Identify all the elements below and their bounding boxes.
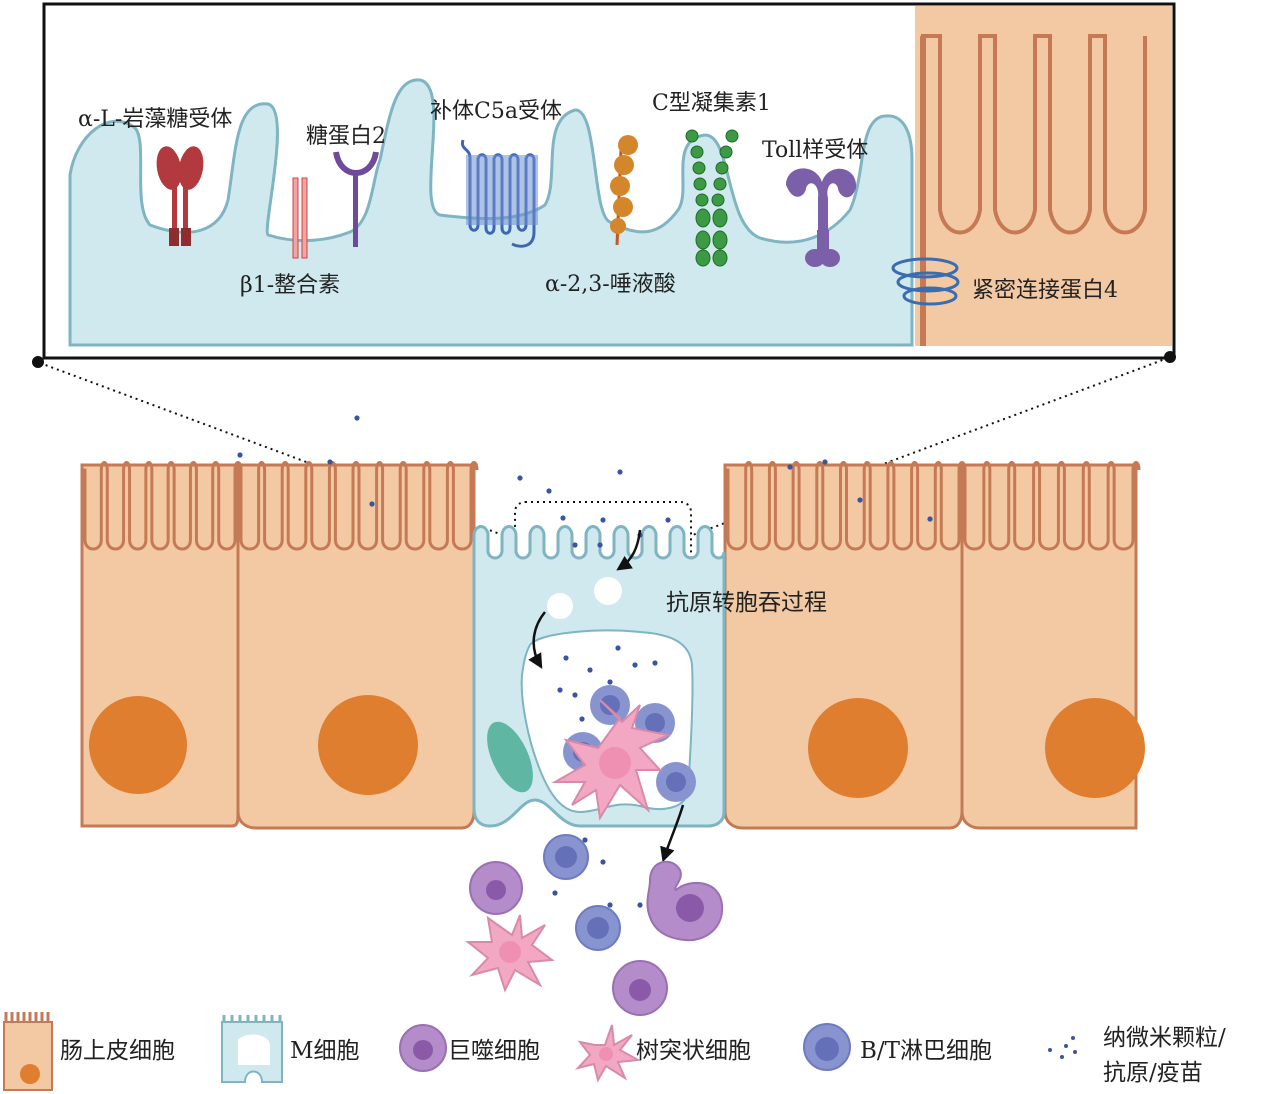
legend-label-epithelial: 肠上皮细胞: [60, 1038, 175, 1064]
epithelial-layer: [80, 461, 1145, 830]
nucleus: [1045, 698, 1145, 798]
inset-panel: α-L-岩藻糖受体 糖蛋白2 补体C5a受体 C型凝集素1 Toll样受体 β1…: [42, 2, 1176, 360]
nanoparticle: [857, 497, 863, 503]
legend-label-dendritic: 树突状细胞: [636, 1038, 751, 1064]
label-toll-receptor: Toll样受体: [762, 138, 868, 163]
integrin-icon: [292, 177, 308, 259]
legend-particles-icon: [1048, 1036, 1077, 1059]
gpcr-icon: [460, 139, 538, 248]
legend-macrophage-icon: [399, 1024, 447, 1072]
nucleus: [89, 696, 187, 794]
vesicle: [547, 593, 573, 619]
nanoparticle: [517, 475, 523, 481]
label-transcytosis: 抗原转胞吞过程: [666, 590, 827, 616]
nanoparticle: [822, 459, 828, 465]
lymphocyte: [575, 905, 621, 951]
m-cell-membrane-zoom: [68, 78, 914, 347]
nanoparticle: [600, 517, 606, 523]
legend-label-particles-line2: 抗原/疫苗: [1103, 1060, 1203, 1086]
nanoparticle: [552, 890, 558, 896]
legend-dendritic-icon: [574, 1024, 642, 1083]
nanoparticle: [665, 517, 671, 523]
nanoparticle: [572, 542, 578, 548]
label-sialic-acid: α-2,3-唾液酸: [545, 272, 676, 297]
nucleus: [808, 698, 908, 798]
microvillus-row: [962, 461, 1141, 551]
epithelial-cell: [236, 463, 476, 830]
nanoparticle: [560, 515, 566, 521]
label-c5a-receptor: 补体C5a受体: [430, 99, 562, 124]
nanoparticle: [632, 662, 638, 668]
nanoparticle: [327, 459, 333, 465]
nanoparticle: [557, 687, 563, 693]
nanoparticle: [587, 667, 593, 673]
macrophage: [469, 861, 523, 915]
nanoparticle: [582, 837, 588, 843]
nanoparticle: [579, 716, 585, 722]
nanoparticle: [637, 902, 643, 908]
nucleus: [318, 695, 418, 795]
epithelial-cell-zoom: [915, 6, 1172, 346]
legend-epithelial-icon: [3, 1012, 53, 1091]
nanoparticle: [237, 452, 243, 458]
mitochondrion: [487, 721, 533, 793]
legend-label-particles-line1: 纳微米颗粒/: [1103, 1025, 1226, 1051]
nanoparticle: [354, 415, 360, 421]
label-glycoprotein2: 糖蛋白2: [306, 124, 386, 149]
nanoparticle: [607, 902, 613, 908]
microvillus-row: [82, 461, 243, 551]
label-claudin4: 紧密连接蛋白4: [972, 278, 1118, 303]
nanoparticles: [237, 415, 933, 908]
macrophage: [646, 860, 724, 942]
glycoprotein-icon: [333, 151, 379, 247]
lymphocyte: [543, 834, 589, 880]
label-c-type-lectin: C型凝集素1: [652, 91, 771, 116]
legend-label-m-cell: M细胞: [290, 1038, 360, 1064]
immune-cells: [465, 834, 724, 1016]
lectin-icon: [685, 129, 739, 267]
epithelial-cell: [723, 463, 964, 830]
pocket-cells: [551, 685, 696, 821]
epithelial-cell: [80, 463, 240, 828]
label-beta1-integrin: β1-整合素: [240, 273, 340, 298]
nanoparticle: [572, 692, 578, 698]
nanoparticle: [787, 464, 793, 470]
epithelial-cell: [960, 463, 1145, 830]
microvillus-row: [725, 461, 967, 551]
nanoparticle: [563, 655, 569, 661]
nanoparticle: [597, 542, 603, 548]
fucose-receptor-icon: [156, 146, 204, 246]
microvillus-row: [238, 461, 479, 551]
toll-receptor-icon: [786, 168, 857, 267]
nanoparticle: [617, 469, 623, 475]
nanoparticle: [927, 516, 933, 522]
sialic-acid-chain-icon: [610, 135, 638, 246]
nanoparticle: [369, 501, 375, 507]
label-fucose-receptor: α-L-岩藻糖受体: [78, 107, 232, 132]
nanoparticle: [607, 679, 613, 685]
vesicle: [594, 577, 622, 605]
nanoparticle: [600, 859, 606, 865]
nanoparticle: [615, 645, 621, 651]
arrow-icon: [528, 529, 685, 863]
legend-m-cell-icon: [221, 1015, 283, 1083]
legend: 肠上皮细胞 M细胞 巨噬细胞 树突状细胞 B/T淋巴细胞 纳微米颗粒/ 抗原/疫…: [3, 1012, 1226, 1091]
legend-label-macrophage: 巨噬细胞: [448, 1038, 540, 1064]
microvilli: [82, 461, 1141, 551]
legend-label-lymphocyte: B/T淋巴细胞: [860, 1038, 992, 1064]
macrophage: [612, 960, 668, 1016]
zoom-connector: [32, 351, 1176, 567]
legend-lymphocyte-icon: [803, 1023, 851, 1071]
tight-junction-icon: [891, 257, 960, 306]
nanoparticle: [652, 660, 658, 666]
nanoparticle: [546, 488, 552, 494]
